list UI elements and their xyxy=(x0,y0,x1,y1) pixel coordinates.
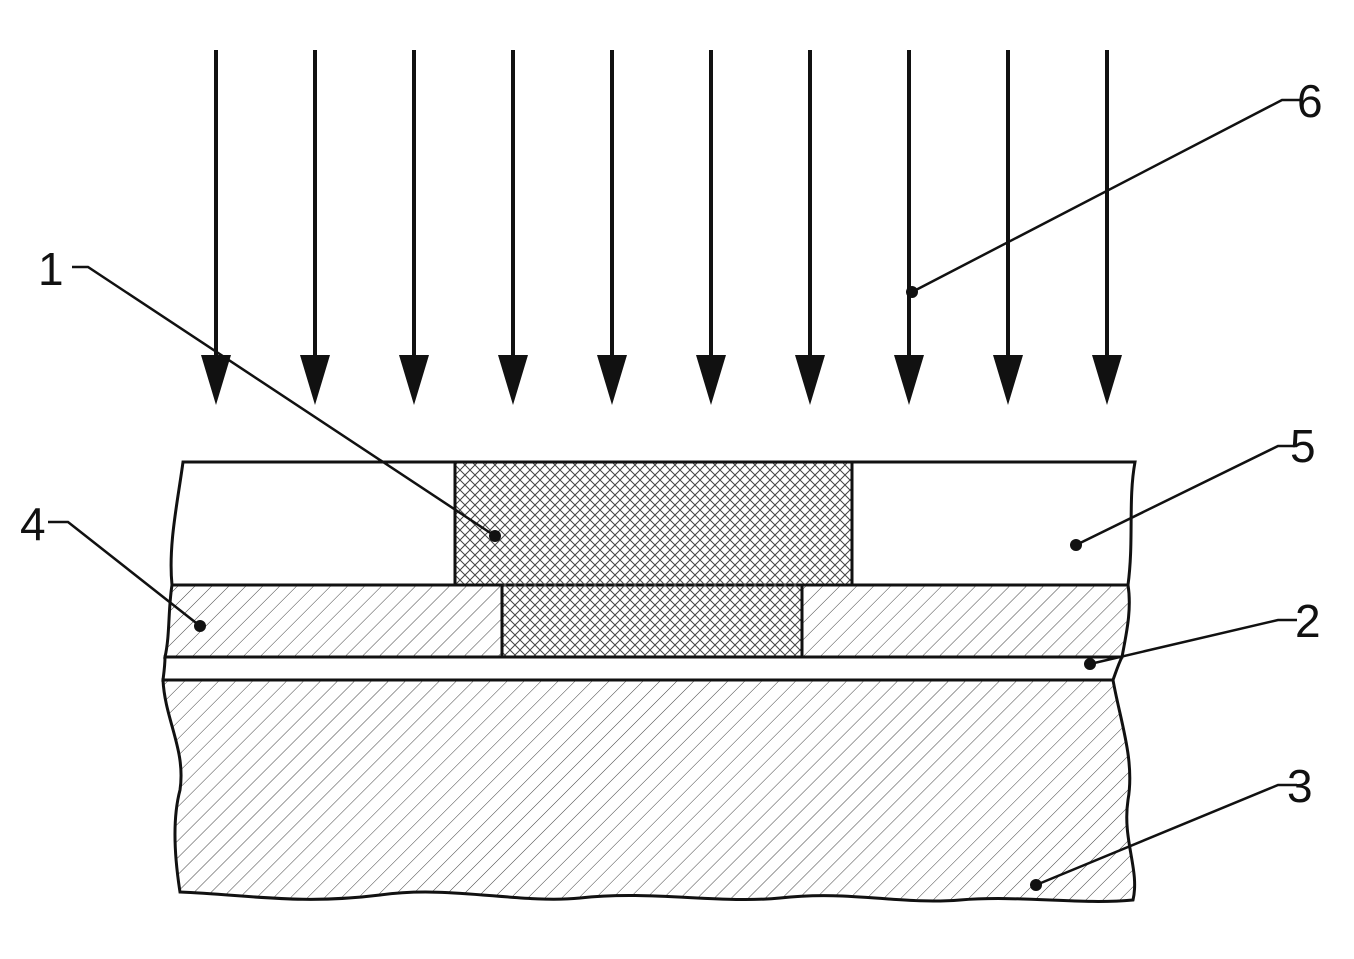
label-1: 1 xyxy=(38,243,64,295)
leader-lines xyxy=(48,98,1300,887)
label-5: 5 xyxy=(1290,420,1316,472)
thin-layer-2 xyxy=(161,655,1125,682)
arrow-down-icon xyxy=(993,50,1023,405)
label-4: 4 xyxy=(20,498,46,550)
leader-dots xyxy=(194,286,1096,891)
arrow-down-icon xyxy=(201,50,231,405)
arrow-down-icon xyxy=(1092,50,1122,405)
arrow-down-icon xyxy=(300,50,330,405)
arrow-down-icon xyxy=(498,50,528,405)
arrow-down-icon xyxy=(894,50,924,405)
arrow-down-icon xyxy=(696,50,726,405)
arrow-down-icon xyxy=(399,50,429,405)
substrate-layer-3 xyxy=(161,678,1137,903)
layer-4-right xyxy=(800,583,1131,659)
element-1 xyxy=(453,460,854,659)
arrow-down-icon xyxy=(597,50,627,405)
label-6: 6 xyxy=(1297,75,1323,127)
radiation-arrows xyxy=(201,50,1122,405)
layer-4-left xyxy=(163,583,504,659)
label-3: 3 xyxy=(1287,760,1313,812)
arrow-down-icon xyxy=(795,50,825,405)
label-2: 2 xyxy=(1295,595,1321,647)
